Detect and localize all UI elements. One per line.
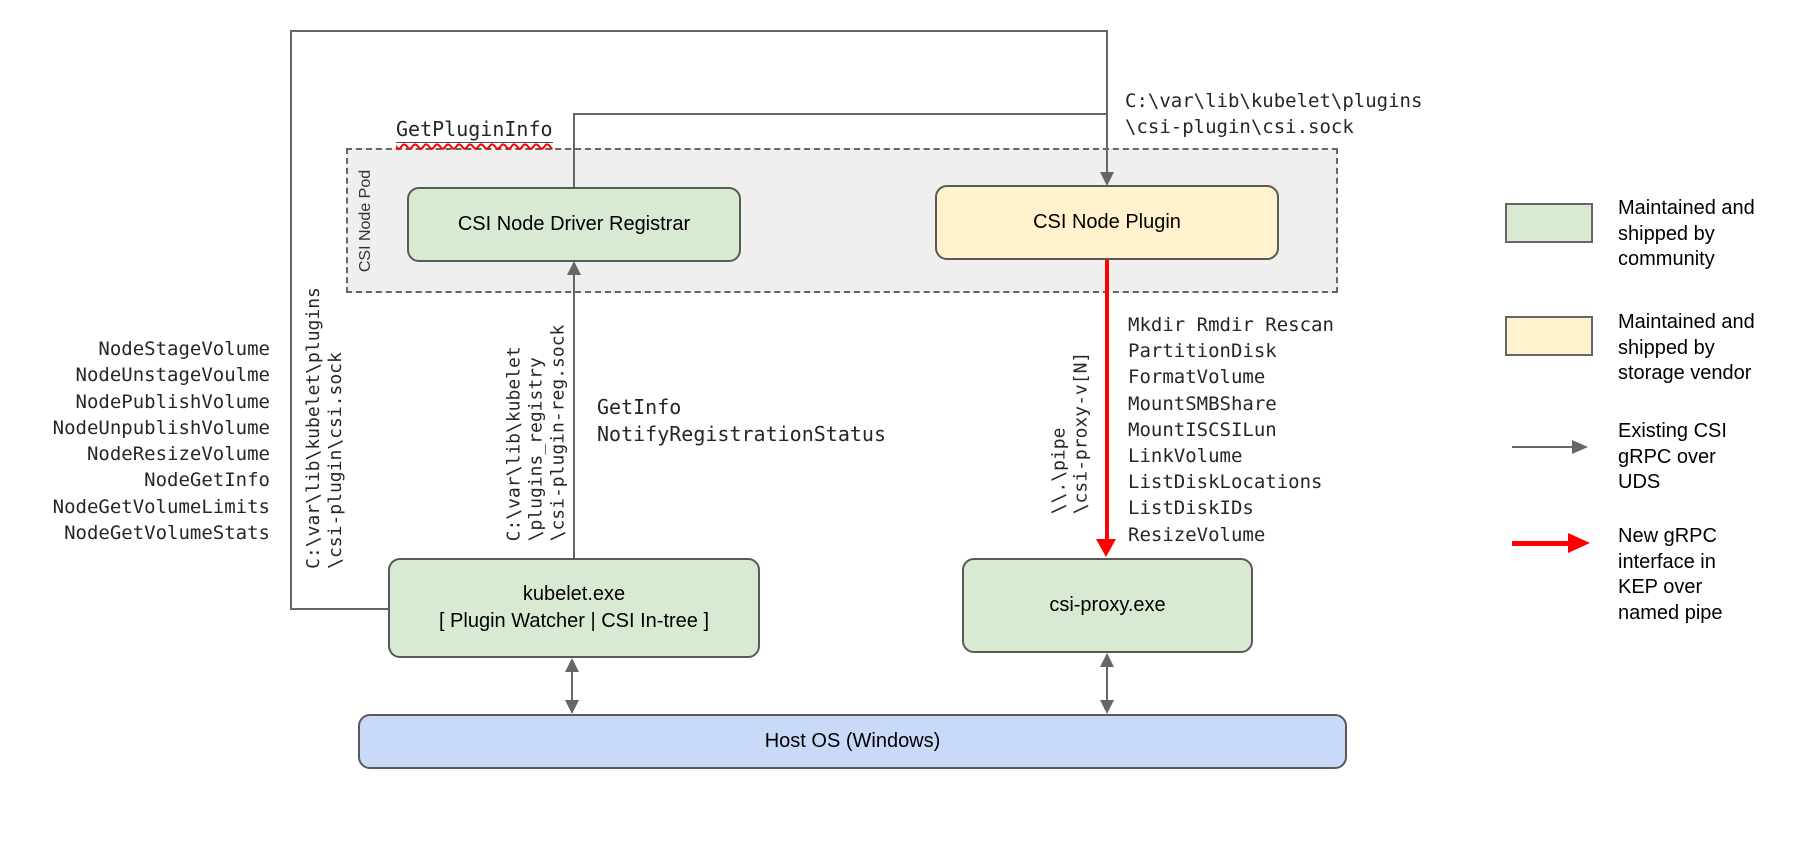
legend-red-arrow-line <box>1512 541 1568 546</box>
connector-kubelet-plugin-stub <box>290 608 390 610</box>
list-item: FormatVolume <box>1128 366 1266 389</box>
list-item: LinkVolume <box>1128 445 1243 468</box>
list-item: PartitionDisk <box>1128 340 1277 363</box>
csiproxy-hostos-down-arrow-icon <box>1100 700 1114 714</box>
list-item: ListDiskLocations <box>1128 471 1323 494</box>
csi-sock-path-label-vertical-wrap: C:\var\lib\kubelet\plugins \csi-plugin\c… <box>292 270 358 585</box>
csi-node-pod-label: CSI Node Pod <box>357 169 374 272</box>
connector-csiproxy-hostos <box>1106 666 1108 702</box>
legend-pipe-text: New gRPC interface in KEP over named pip… <box>1618 525 1723 624</box>
list-item: NodeResizeVolume <box>86 443 270 466</box>
csi-sock-path-label-vertical: C:\var\lib\kubelet\plugins \csi-plugin\c… <box>303 286 347 569</box>
legend-uds-text: Existing CSI gRPC over UDS <box>1618 420 1727 493</box>
kubelet-box: kubelet.exe [ Plugin Watcher | CSI In-tr… <box>388 558 760 658</box>
connector-getplugininfo-v <box>573 113 575 187</box>
list-item: NodeGetInfo <box>144 469 270 492</box>
list-item: ListDiskIDs <box>1128 497 1254 520</box>
list-item: NodeGetVolumeLimits <box>52 495 270 518</box>
list-item: NodeStageVolume <box>98 338 270 360</box>
connector-plugin-drop <box>1106 30 1108 172</box>
kubelet-hostos-down-arrow-icon <box>565 700 579 714</box>
csiproxy-hostos-up-arrow-icon <box>1100 653 1114 667</box>
csiproxy-top-red-arrow-icon <box>1096 539 1116 557</box>
list-item: NodePublishVolume <box>75 390 270 413</box>
legend-community-swatch <box>1505 203 1593 243</box>
list-item: NodeUnstageVoulme <box>75 364 270 387</box>
connector-getplugininfo-h <box>573 113 1108 115</box>
registrar-box: CSI Node Driver Registrar <box>407 187 741 262</box>
kubelet-label-line1: kubelet.exe <box>522 583 626 605</box>
connector-kubelet-hostos <box>571 671 573 702</box>
csi-proxy-label: csi-proxy.exe <box>1049 594 1166 616</box>
connector-kubelet-plugin-top <box>290 30 1108 32</box>
list-item: NodeUnpublishVolume <box>52 416 270 439</box>
kubelet-hostos-up-arrow-icon <box>565 658 579 672</box>
kubelet-label-line2: [ Plugin Watcher | CSI In-tree ] <box>438 610 710 632</box>
legend-red-arrow-icon <box>1568 533 1590 553</box>
legend-community-text: Maintained and shipped by community <box>1618 197 1755 270</box>
kubelet-registrar-calls-label: GetInfo NotifyRegistrationStatus <box>597 395 886 446</box>
connector-kubelet-plugin-left <box>290 30 292 610</box>
connector-plugin-csiproxy-red <box>1105 260 1109 540</box>
legend-gray-arrow-icon <box>1572 440 1588 454</box>
registration-sock-label: C:\var\lib\kubelet \plugins_registry \cs… <box>503 324 568 541</box>
list-item: MountSMBShare <box>1128 392 1277 415</box>
list-item: Mkdir Rmdir Rescan <box>1128 314 1334 336</box>
getplugininfo-label: GetPluginInfo <box>396 117 553 143</box>
named-pipe-label: \\.\pipe \csi-proxy-v[N] <box>1048 351 1091 515</box>
plugin-label: CSI Node Plugin <box>1033 211 1181 233</box>
legend-vendor-swatch <box>1505 316 1593 356</box>
registrar-label: CSI Node Driver Registrar <box>457 213 691 235</box>
registration-sock-label-wrap: C:\var\lib\kubelet \plugins_registry \cs… <box>498 300 574 565</box>
legend-gray-arrow-line <box>1512 446 1572 448</box>
csi-sock-path-label-top: C:\var\lib\kubelet\plugins \csi-plugin\c… <box>1125 90 1423 138</box>
csi-proxy-box: csi-proxy.exe <box>962 558 1253 653</box>
legend-vendor-text: Maintained and shipped by storage vendor <box>1618 311 1755 384</box>
list-item: NodeGetVolumeStats <box>64 522 270 545</box>
list-item: ResizeVolume <box>1128 523 1266 546</box>
plugin-top-arrow-icon <box>1100 172 1114 186</box>
registrar-bottom-arrow-icon <box>567 261 581 275</box>
host-os-box: Host OS (Windows) <box>358 714 1347 769</box>
named-pipe-label-wrap: \\.\pipe \csi-proxy-v[N] <box>1038 320 1102 546</box>
connector-kubelet-registrar <box>573 274 575 558</box>
plugin-box: CSI Node Plugin <box>935 185 1279 260</box>
host-os-label: Host OS (Windows) <box>764 730 941 752</box>
list-item: MountISCSILun <box>1128 418 1277 441</box>
